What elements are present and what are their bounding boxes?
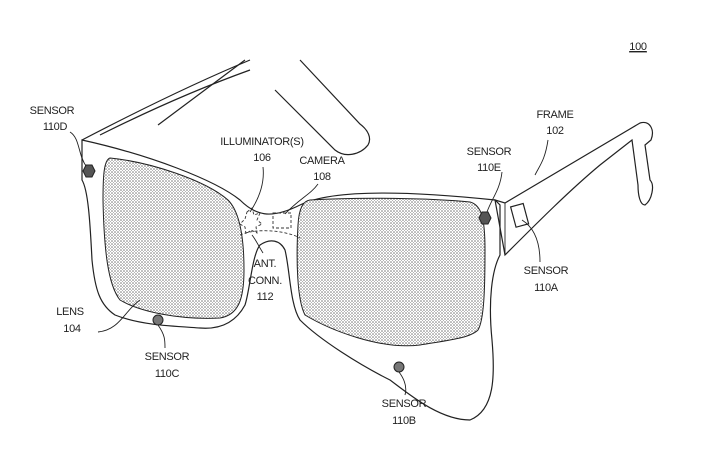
label-sensor-110b-ref: 110B	[392, 415, 416, 427]
label-lens-name: LENS	[56, 306, 84, 318]
label-sensor-110d-name: SENSOR	[30, 105, 75, 117]
figure-number: 100	[629, 41, 647, 53]
label-ant-conn-name1: ANT.	[254, 258, 277, 270]
sensor-110d-marker	[82, 164, 96, 178]
sensor-110c-marker	[152, 314, 164, 326]
lens-right	[296, 197, 486, 347]
label-illuminator-name: ILLUMINATOR(S)	[220, 136, 303, 148]
lens-left	[102, 157, 245, 319]
sensor-110a-marker	[509, 202, 530, 228]
label-sensor-110d-ref: 110D	[43, 121, 68, 133]
sensor-110b-marker	[393, 361, 405, 373]
label-lens-ref: 104	[63, 323, 81, 335]
sensor-110e-marker	[478, 211, 492, 225]
label-sensor-110a-name: SENSOR	[524, 265, 569, 277]
label-ant-conn-name2: CONN.	[248, 275, 282, 287]
label-sensor-110b-name: SENSOR	[382, 398, 427, 410]
label-illuminator-ref: 106	[253, 152, 271, 164]
left-temple	[81, 59, 371, 156]
label-sensor-110e-ref: 110E	[477, 162, 501, 174]
illuminator-icon	[239, 207, 263, 235]
label-sensor-110a-ref: 110A	[534, 282, 559, 294]
label-ant-conn-ref: 112	[257, 291, 274, 303]
leader-lines	[69, 131, 549, 396]
label-camera-ref: 108	[313, 171, 331, 183]
label-frame-name: FRAME	[536, 109, 573, 121]
label-frame-ref: 102	[546, 125, 564, 137]
label-sensor-110c-name: SENSOR	[145, 351, 190, 363]
right-temple	[494, 121, 654, 257]
label-sensor-110c-ref: 110C	[155, 368, 180, 380]
label-sensor-110e-name: SENSOR	[467, 146, 512, 158]
label-camera-name: CAMERA	[299, 155, 345, 167]
camera-icon	[272, 212, 292, 229]
